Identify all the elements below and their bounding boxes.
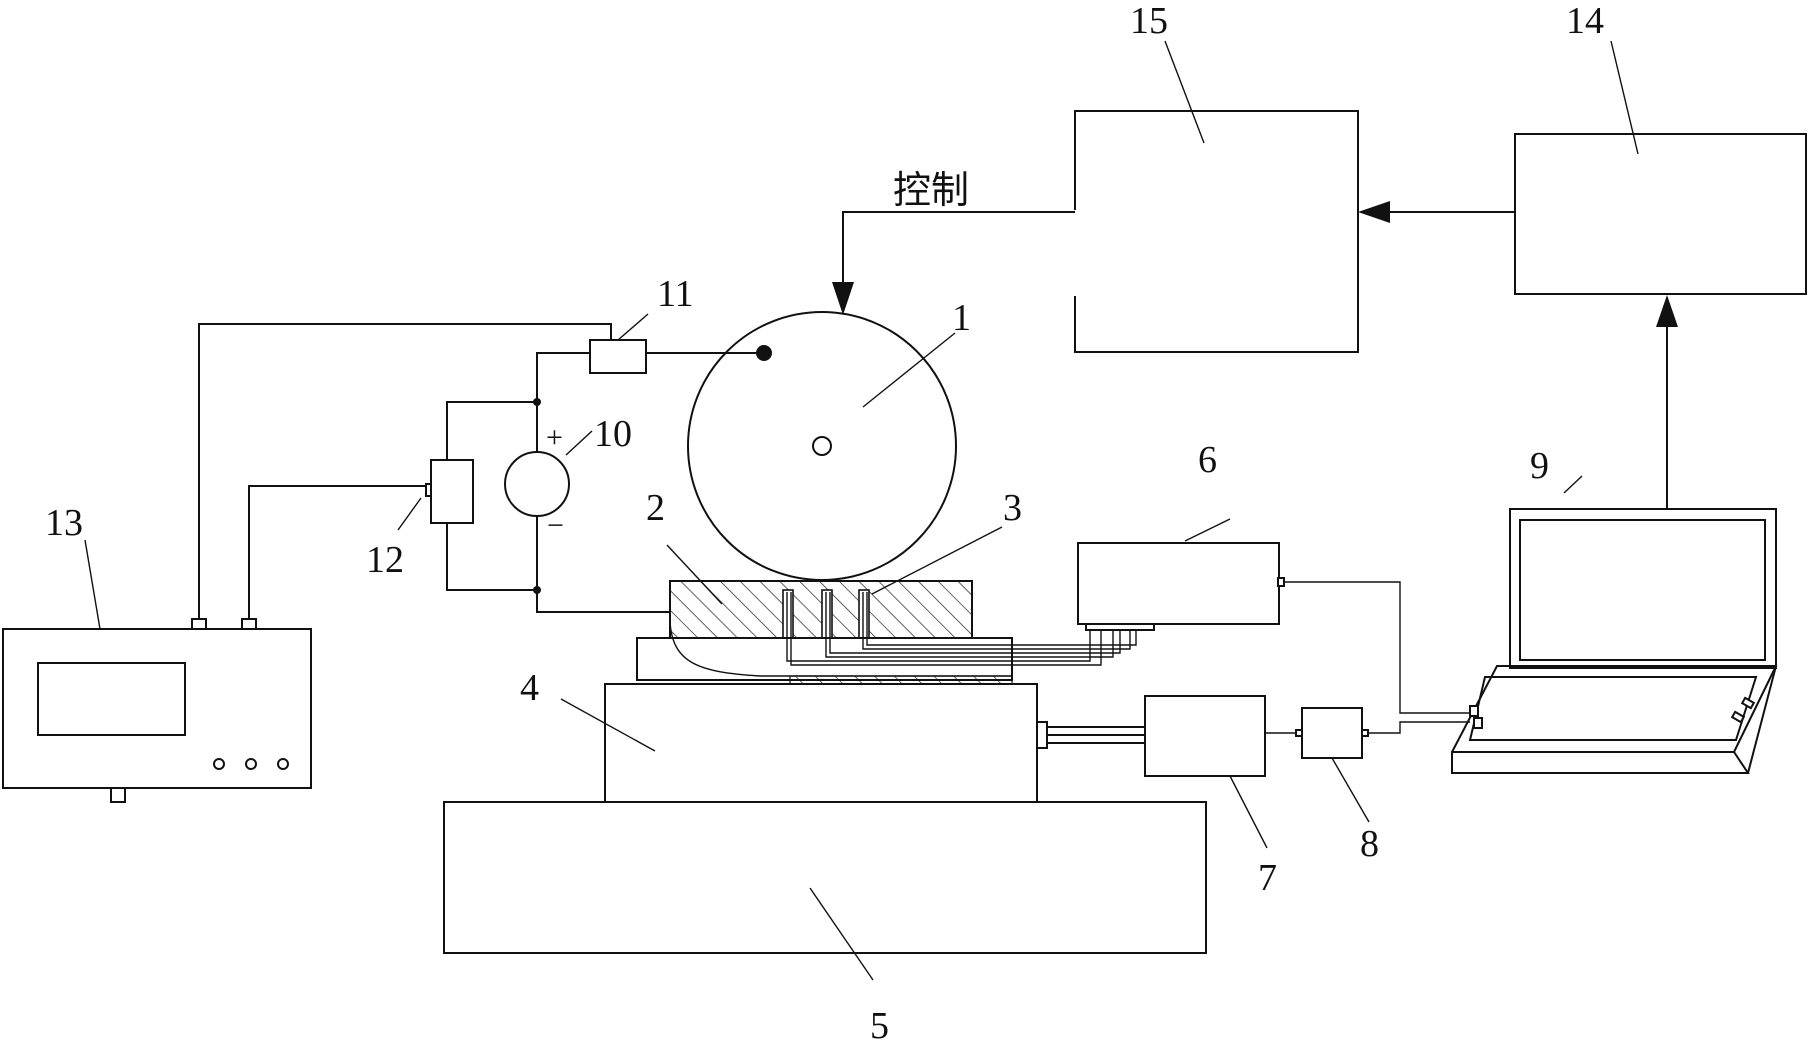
- device-12: [430, 459, 474, 524]
- label-12: 12: [366, 539, 404, 581]
- number-labels: 1 2 3 4 5 6 7 8 9 10 11 12 13 14 15: [45, 0, 1604, 1043]
- instrument-13-knob: [277, 758, 289, 770]
- label-3: 3: [1003, 487, 1022, 529]
- polarity-plus: +: [546, 421, 563, 454]
- wire-8-to-laptop: [1368, 721, 1470, 734]
- label-6: 6: [1198, 439, 1217, 481]
- box-15-controller: [1074, 110, 1359, 353]
- label-7: 7: [1258, 857, 1277, 899]
- instrument-13-wires: [198, 323, 612, 619]
- label-10: 10: [594, 413, 632, 455]
- wire-6-to-laptop: [1284, 581, 1478, 714]
- arrow-laptop-to-14: [1656, 295, 1678, 509]
- label-1: 1: [952, 297, 971, 339]
- base-5: [443, 801, 1207, 954]
- label-13: 13: [45, 502, 83, 544]
- instrument-13-screen: [37, 662, 186, 736]
- leader-lines: [84, 40, 1639, 981]
- device-7: [1144, 695, 1266, 777]
- instrument-13-knob: [213, 758, 225, 770]
- voltage-source-10: [504, 451, 570, 517]
- device-8: [1301, 707, 1363, 759]
- label-14: 14: [1566, 0, 1604, 42]
- workpiece: [669, 580, 973, 639]
- control-arrow: [832, 211, 1075, 315]
- box-14: [1514, 133, 1807, 295]
- label-8: 8: [1360, 823, 1379, 865]
- label-9: 9: [1530, 445, 1549, 487]
- instrument-13-knob: [245, 758, 257, 770]
- connector-4-to-7: [1036, 721, 1145, 749]
- circuit-wires: [446, 352, 764, 613]
- dynamometer-4: [604, 683, 1038, 803]
- control-label: 控制: [893, 170, 969, 212]
- label-15: 15: [1130, 0, 1168, 42]
- probe-wires: [669, 592, 1137, 677]
- label-11: 11: [657, 273, 694, 315]
- laptop-9: [1451, 508, 1778, 774]
- label-4: 4: [520, 667, 539, 709]
- device-11: [589, 339, 647, 374]
- polarity-minus: −: [547, 509, 564, 542]
- instrument-13: [2, 628, 312, 789]
- wheel-axle: [812, 436, 832, 456]
- device-6: [1077, 542, 1280, 625]
- label-5: 5: [870, 1005, 889, 1043]
- label-2: 2: [646, 487, 665, 529]
- arrow-14-to-15: [1358, 201, 1515, 223]
